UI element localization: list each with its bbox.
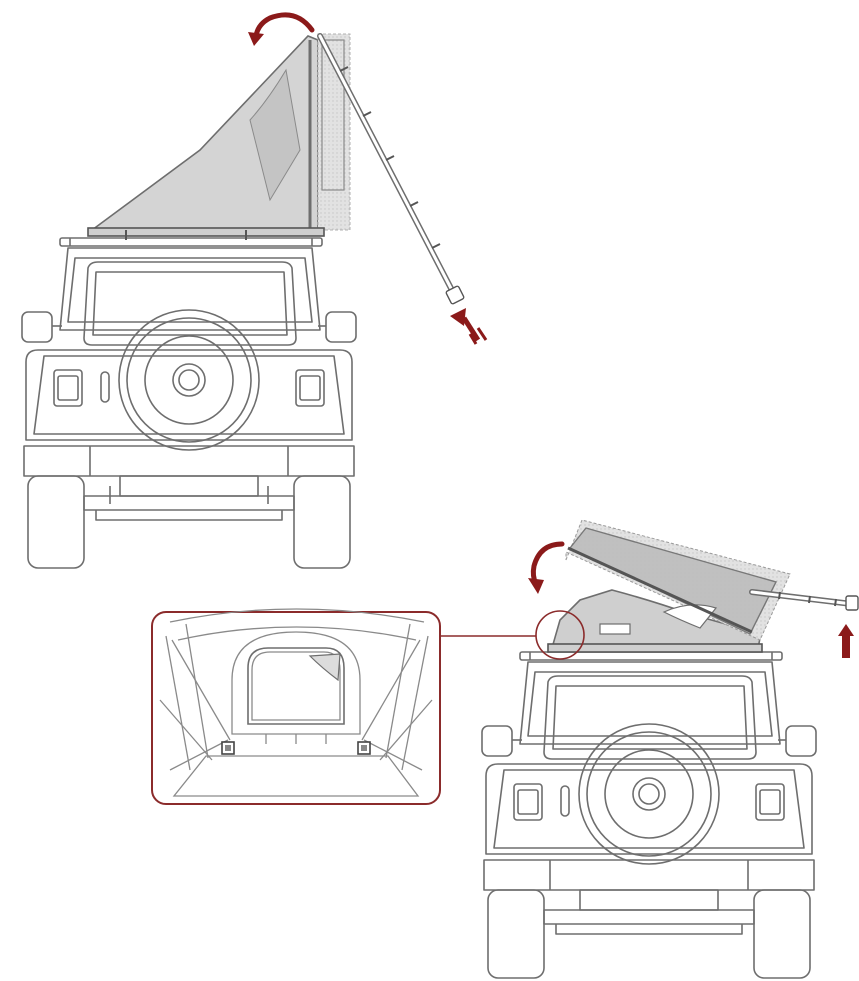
curved-arrow-icon: [528, 541, 565, 594]
hinge-highlight-circle: [440, 610, 585, 660]
tent-open-triangle: [87, 33, 351, 240]
up-arrow-icon: [450, 308, 488, 345]
jeep-bottom: [481, 651, 817, 979]
support-pole-bottom: [749, 589, 859, 611]
tent-closing: [547, 519, 791, 653]
support-pole-top: [317, 33, 465, 305]
curved-arrow-icon: [248, 12, 315, 46]
up-arrow-icon: [838, 624, 854, 658]
tent-interior-detail: [151, 608, 441, 805]
jeep-top: [21, 237, 357, 569]
